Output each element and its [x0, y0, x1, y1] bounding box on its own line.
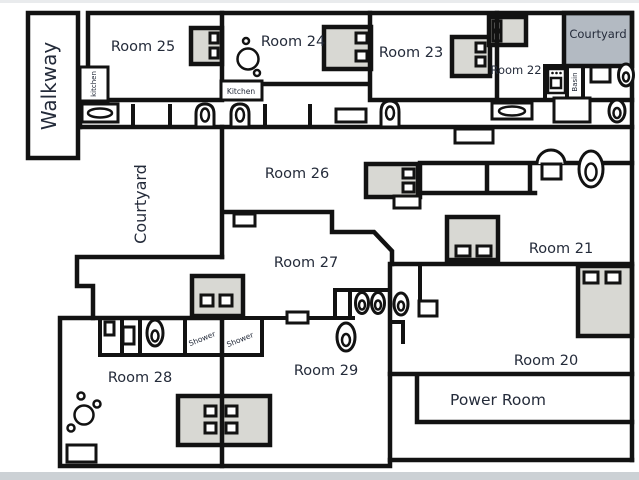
toilet-icon [379, 99, 401, 129]
walkway-label: Walkway [37, 42, 61, 131]
kitchen-room24-label: Kitchen [227, 87, 255, 96]
sink-icon [490, 101, 534, 121]
wall-outer [85, 10, 635, 463]
shower-tray-corridor [552, 96, 592, 124]
corridor-partition-stubs [131, 104, 312, 129]
walls-room26-room27 [219, 124, 395, 267]
doorway-room21 [453, 127, 495, 145]
sink-icon [80, 102, 120, 124]
shelf-corridor [334, 107, 368, 124]
window-room26 [232, 212, 257, 228]
toilet-icon [335, 321, 357, 353]
walls-room27-left [74, 254, 225, 321]
walkway-area [25, 10, 81, 161]
power-room-label: Power Room [450, 391, 546, 409]
table-room28 [65, 443, 98, 464]
room24-label: Room 24 [261, 34, 325, 50]
room21-label: Room 21 [529, 241, 593, 257]
bed-room21 [444, 214, 501, 263]
bed-room20 [575, 263, 635, 339]
toilet-icon [354, 291, 370, 315]
toilet-icon [392, 291, 410, 317]
room29-label: Room 29 [294, 363, 358, 379]
toilet-icon [617, 62, 635, 88]
walls-top-rooms [77, 10, 635, 130]
room25-label: Room 25 [111, 39, 175, 55]
toilet-icon [370, 291, 386, 315]
table-icon-room28 [66, 391, 102, 433]
photo-edge-bottom [0, 472, 639, 480]
table-icon-room24 [236, 36, 262, 78]
kitchen-stall-room24 [219, 79, 264, 102]
basin-label: Basin [571, 72, 579, 91]
toilet-icon [577, 149, 605, 189]
shelf-corridor-room20 [417, 299, 439, 318]
bed-room27 [189, 273, 246, 319]
shelf-room28-stall [121, 325, 136, 346]
courtyard-upper-label: Courtyard [569, 27, 626, 41]
toilet-icon [194, 102, 216, 129]
walls-power-room [387, 371, 635, 463]
bed-room23 [449, 34, 493, 79]
bed-room24 [321, 24, 374, 72]
washing-machine-icon [546, 67, 567, 95]
bed-room22 [486, 14, 529, 48]
shelf-room27 [392, 194, 422, 210]
bath-icon [535, 148, 567, 181]
walls-basin-stalls [543, 64, 585, 102]
courtyard-upper-area [561, 10, 635, 69]
cistern-room28-stall [103, 320, 116, 337]
room27-label: Room 27 [274, 255, 338, 271]
toilet-icon [607, 98, 627, 124]
kitchen-room25-label: kitchen [90, 71, 98, 97]
room23-label: Room 23 [379, 45, 443, 61]
toilet-icon [145, 318, 165, 348]
toilet-icon [229, 102, 251, 129]
photo-edge-top [0, 0, 639, 3]
walls-bath-band-right [417, 160, 635, 200]
bed-room25 [188, 25, 225, 67]
labels: Walkway Room 25 Room 24 Room 23 Room 22 … [37, 27, 627, 409]
walls [57, 10, 635, 469]
room26-label: Room 26 [265, 166, 329, 182]
room20-label: Room 20 [514, 353, 578, 369]
room22-label: Room 22 [490, 63, 541, 77]
shelf-room22 [589, 65, 612, 84]
kitchen-stall-room25 [78, 65, 110, 103]
bed-room26 [363, 161, 421, 200]
courtyard-main-label: Courtyard [131, 164, 150, 244]
window-room29 [285, 310, 310, 325]
room28-label: Room 28 [108, 370, 172, 386]
